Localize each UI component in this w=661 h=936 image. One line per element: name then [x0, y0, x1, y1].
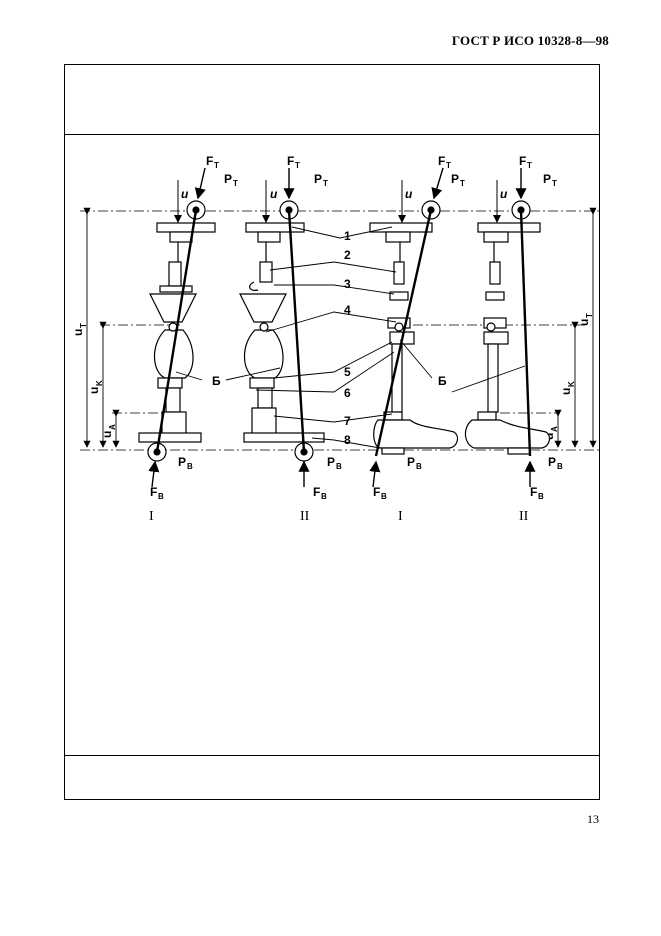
frame-bottom-divider [65, 755, 599, 756]
callout-2: 2 [344, 248, 351, 262]
variant-label-2: II [300, 509, 310, 524]
svg-text:T: T [552, 179, 557, 188]
svg-text:T: T [295, 161, 300, 170]
svg-text:T: T [446, 161, 451, 170]
callout-1: 1 [344, 229, 351, 243]
svg-text:T: T [79, 323, 88, 328]
assembly-2 [239, 168, 325, 487]
svg-text:T: T [527, 161, 532, 170]
svg-text:B: B [336, 462, 342, 471]
svg-text:P: P [314, 172, 322, 186]
svg-text:u: u [270, 187, 278, 201]
dimension-lines [83, 207, 597, 448]
svg-text:P: P [224, 172, 232, 186]
variant-label-3: I [398, 509, 403, 524]
svg-text:T: T [233, 179, 238, 188]
svg-text:F: F [519, 154, 526, 168]
svg-text:u: u [181, 187, 189, 201]
svg-text:B: B [187, 462, 193, 471]
callout-4: 4 [344, 303, 351, 317]
svg-text:P: P [548, 455, 556, 469]
svg-text:u: u [71, 329, 85, 336]
svg-text:u: u [577, 319, 591, 326]
svg-text:B: B [158, 492, 164, 501]
variant-label-1: I [149, 509, 154, 524]
callout-leaders [175, 226, 526, 449]
svg-text:F: F [287, 154, 294, 168]
callout-7: 7 [344, 414, 351, 428]
svg-text:P: P [451, 172, 459, 186]
svg-text:K: K [567, 381, 576, 387]
svg-text:A: A [550, 426, 559, 432]
svg-text:F: F [313, 485, 320, 499]
dim-label-right-uT: u T [577, 313, 594, 326]
svg-text:T: T [460, 179, 465, 188]
svg-text:B: B [538, 492, 544, 501]
svg-text:u: u [100, 431, 114, 438]
svg-text:T: T [323, 179, 328, 188]
assembly-1 [138, 167, 216, 488]
frame-top-divider [65, 134, 599, 135]
svg-text:K: K [95, 380, 104, 386]
svg-text:u: u [559, 388, 573, 395]
svg-text:F: F [530, 485, 537, 499]
svg-text:u: u [405, 187, 413, 201]
assembly-4 [464, 168, 551, 487]
svg-text:P: P [407, 455, 415, 469]
dim-label-left-uA: u A [100, 424, 117, 438]
svg-text:F: F [373, 485, 380, 499]
svg-text:P: P [327, 455, 335, 469]
page-header: ГОСТ Р ИСО 10328-8—98 [451, 33, 609, 48]
svg-text:F: F [438, 154, 445, 168]
dim-label-right-uK: u K [559, 381, 576, 395]
svg-text:T: T [214, 161, 219, 170]
callout-8: 8 [344, 433, 351, 447]
callout-6: 6 [344, 386, 351, 400]
svg-text:P: P [178, 455, 186, 469]
svg-text:B: B [416, 462, 422, 471]
callout-b-left: Б [212, 374, 221, 388]
callout-b-right: Б [438, 374, 447, 388]
svg-text:B: B [381, 492, 387, 501]
variant-label-4: II [519, 509, 529, 524]
svg-text:T: T [585, 313, 594, 318]
svg-text:A: A [108, 424, 117, 430]
callout-3: 3 [344, 277, 351, 291]
page-number: 13 [587, 812, 599, 826]
svg-text:u: u [87, 387, 101, 394]
svg-text:F: F [206, 154, 213, 168]
svg-text:u: u [500, 187, 508, 201]
figure-frame [64, 64, 600, 800]
svg-text:P: P [543, 172, 551, 186]
assembly-3 [369, 167, 459, 488]
svg-text:B: B [557, 462, 563, 471]
svg-text:F: F [150, 485, 157, 499]
dim-label-left-uK: u K [87, 380, 104, 394]
dim-label-left-uT: u T [71, 323, 88, 336]
callout-5: 5 [344, 365, 351, 379]
svg-text:B: B [321, 492, 327, 501]
